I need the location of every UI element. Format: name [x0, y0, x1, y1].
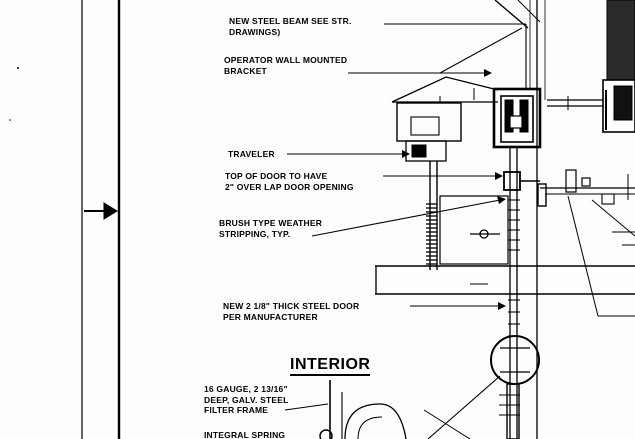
label-operator-bracket-line1: OPERATOR WALL MOUNTED: [224, 55, 348, 65]
label-integral-spring-text: INTEGRAL SPRING: [204, 430, 286, 439]
label-top-of-door: TOP OF DOOR TO HAVE 2" OVER LAP DOOR OPE…: [225, 171, 354, 192]
label-steel-door-line1: NEW 2 1/8" THICK STEEL DOOR: [223, 301, 360, 311]
label-operator-bracket: OPERATOR WALL MOUNTED BRACKET: [224, 55, 347, 76]
label-steel-beam-line2: DRAWINGS): [229, 26, 281, 37]
label-traveler: TRAVELER: [228, 149, 275, 160]
label-filter-frame-line2: DEEP, GALV. STEEL: [204, 394, 289, 405]
label-steel-beam-line1: NEW STEEL BEAM SEE STR.: [229, 16, 352, 26]
section-arrow-icon: [84, 202, 118, 220]
label-filter-frame: 16 GAUGE, 2 13/16" DEEP, GALV. STEEL FIL…: [204, 384, 289, 416]
label-brush-stripping-line2: STRIPPING, TYP.: [219, 228, 291, 239]
label-steel-door: NEW 2 1/8" THICK STEEL DOOR PER MANUFACT…: [223, 301, 359, 322]
interior-heading: INTERIOR: [290, 356, 371, 376]
label-steel-door-line2: PER MANUFACTURER: [223, 311, 318, 322]
label-top-of-door-line2: 2" OVER LAP DOOR OPENING: [225, 181, 354, 192]
label-traveler-text: TRAVELER: [228, 149, 275, 159]
label-filter-frame-line1: 16 GAUGE, 2 13/16": [204, 384, 288, 394]
label-filter-frame-line3: FILTER FRAME: [204, 405, 269, 415]
label-brush-stripping: BRUSH TYPE WEATHER STRIPPING, TYP.: [219, 218, 322, 239]
label-integral-spring: INTEGRAL SPRING: [204, 430, 285, 439]
label-top-of-door-line1: TOP OF DOOR TO HAVE: [225, 171, 328, 181]
label-steel-beam: NEW STEEL BEAM SEE STR. DRAWINGS): [229, 16, 352, 37]
label-operator-bracket-line2: BRACKET: [224, 65, 267, 76]
label-brush-stripping-line1: BRUSH TYPE WEATHER: [219, 218, 323, 228]
